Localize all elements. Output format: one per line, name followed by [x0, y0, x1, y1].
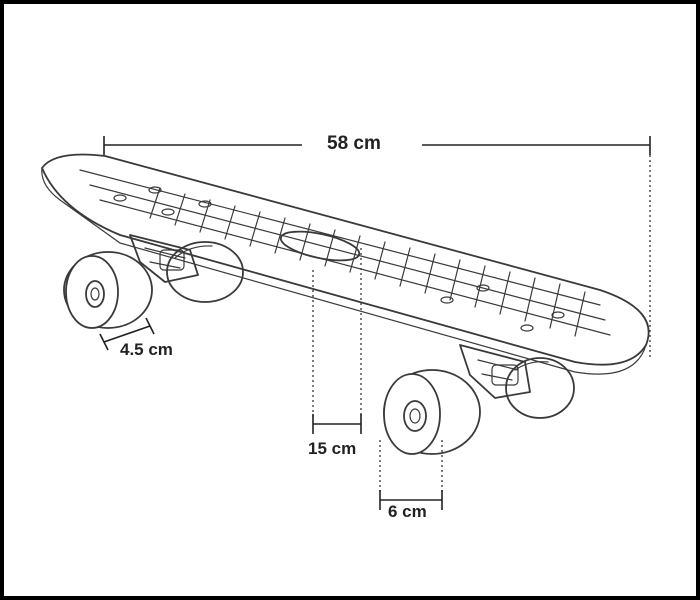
deck-width-dimension-line — [312, 248, 362, 434]
wheel-diameter-label: 6 cm — [388, 502, 427, 521]
length-dimension-line — [103, 136, 651, 358]
wheel-width-label: 4.5 cm — [120, 340, 173, 359]
wheel-diameter-dimension-line — [379, 440, 443, 510]
wheel-width-dimension-line — [99, 317, 155, 351]
front-front-wheel — [383, 369, 481, 455]
deck-width-label: 15 cm — [308, 439, 357, 458]
deck-bolts — [113, 186, 565, 332]
length-label: 58 cm — [327, 133, 381, 154]
rear-truck — [129, 234, 199, 283]
deck-logo-oval — [279, 230, 361, 262]
deck — [41, 153, 650, 375]
rear-front-wheel — [63, 251, 153, 329]
front-back-wheel — [505, 357, 575, 419]
deck-grip-ribs — [79, 169, 611, 337]
front-truck — [459, 344, 531, 399]
